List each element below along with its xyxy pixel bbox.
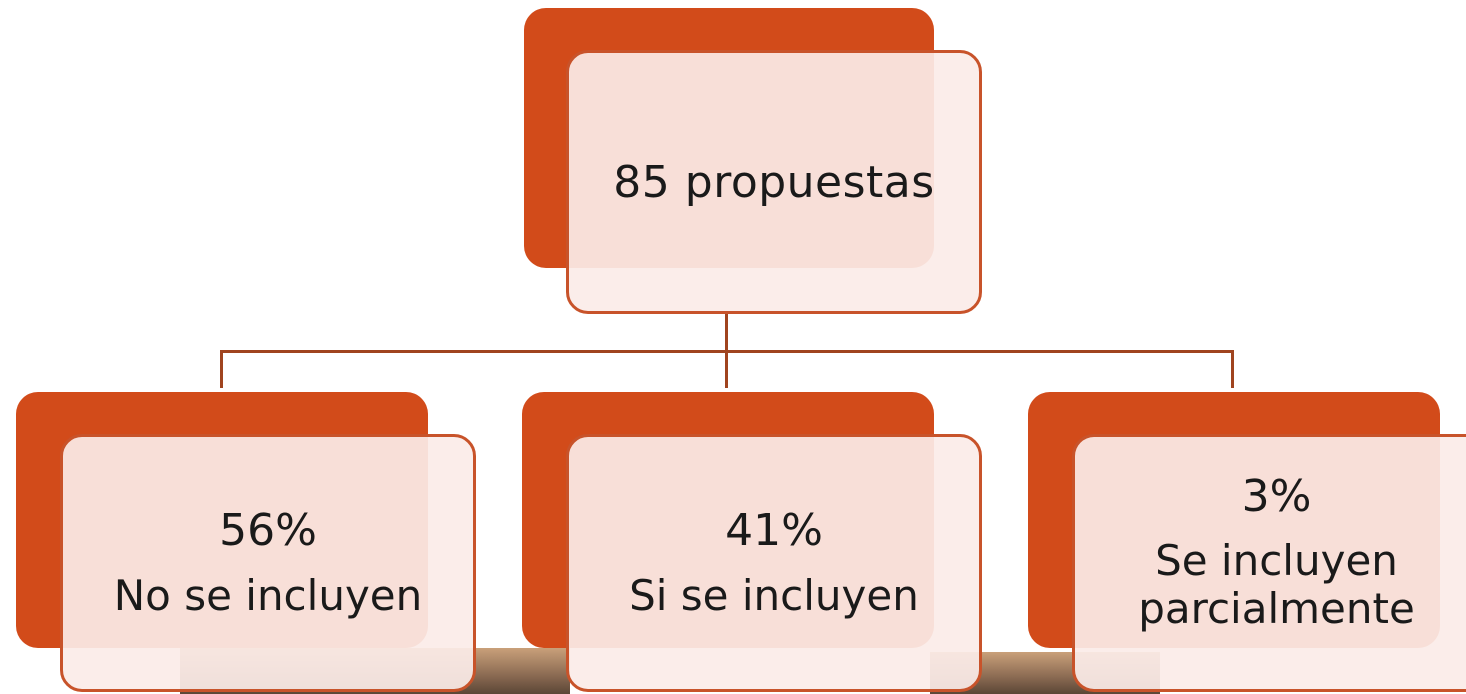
connector-middle-drop (725, 350, 728, 388)
child-node-1-label: No se incluyen (113, 571, 423, 621)
child-node-1: 56% No se incluyen (60, 434, 476, 692)
child-node-3: 3% Se incluyen parcialmente (1072, 434, 1466, 692)
root-node-label: 85 propuestas (613, 156, 935, 208)
child-node-2-percent: 41% (725, 504, 823, 556)
child-node-1-percent: 56% (219, 504, 317, 556)
connector-right-drop (1231, 350, 1234, 388)
connector-left-drop (220, 350, 223, 388)
root-node: 85 propuestas (566, 50, 982, 314)
child-node-3-percent: 3% (1241, 471, 1312, 523)
child-node-3-label-line1: Se incluyen (1155, 536, 1398, 585)
connector-root-vertical (725, 312, 728, 352)
child-node-2: 41% Si se incluyen (566, 434, 982, 692)
child-node-2-label: Si se incluyen (629, 571, 919, 621)
child-node-3-label-line2: parcialmente (1138, 584, 1415, 634)
